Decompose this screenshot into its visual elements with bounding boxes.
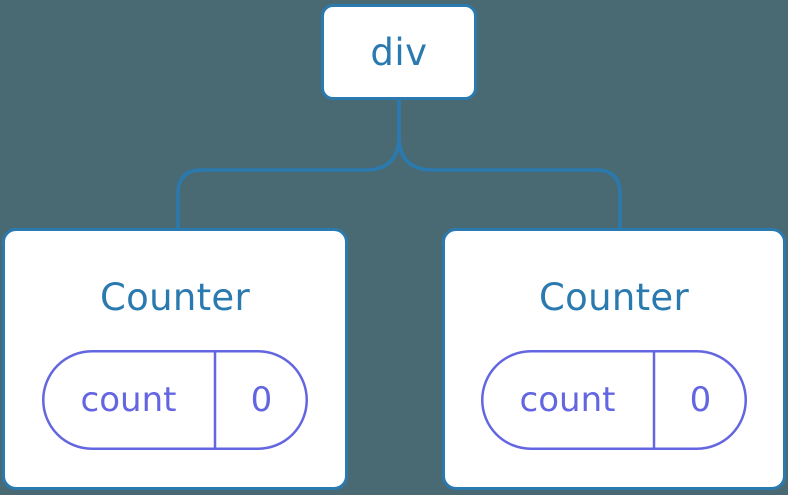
component-node-counter-right[interactable]: Counter count 0 [442, 228, 786, 490]
edge-root-to-left-child [176, 100, 401, 228]
edge-root-to-right-child [397, 100, 622, 228]
state-pill[interactable]: count 0 [481, 350, 747, 450]
state-pill-shape [42, 350, 308, 450]
state-value: 0 [689, 380, 712, 420]
state-pill[interactable]: count 0 [42, 350, 308, 450]
component-title: Counter [539, 276, 689, 319]
component-title: Counter [100, 276, 250, 319]
root-node-label: div [370, 30, 428, 74]
state-key: count [519, 380, 616, 420]
root-node[interactable]: div [321, 4, 477, 100]
state-pill-shape [481, 350, 747, 450]
state-key: count [80, 380, 177, 420]
state-value: 0 [250, 380, 273, 420]
component-node-counter-left[interactable]: Counter count 0 [2, 228, 348, 490]
